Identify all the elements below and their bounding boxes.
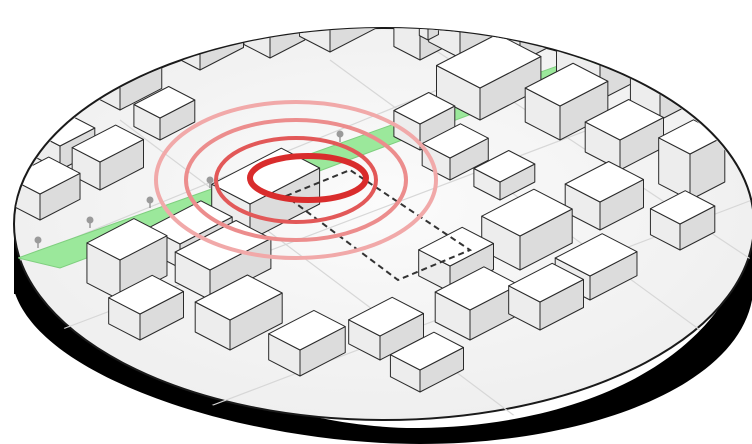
tree-6 bbox=[336, 130, 344, 138]
building-20 bbox=[14, 156, 81, 221]
tree-2 bbox=[86, 216, 94, 224]
tree-4 bbox=[206, 176, 214, 184]
building-34 bbox=[434, 266, 520, 341]
radius-ring-3 bbox=[184, 118, 408, 242]
building-35 bbox=[508, 262, 584, 331]
building-19 bbox=[473, 150, 536, 201]
walking-radius-rings bbox=[154, 100, 438, 260]
tree-1 bbox=[34, 236, 42, 244]
building-27 bbox=[481, 188, 573, 271]
radius-ring-core bbox=[247, 153, 369, 203]
building-10 bbox=[133, 86, 196, 141]
building-30 bbox=[108, 274, 184, 341]
building-32 bbox=[268, 309, 346, 377]
radius-ring-2 bbox=[214, 136, 378, 224]
building-31 bbox=[194, 274, 283, 351]
building-12 bbox=[71, 124, 144, 191]
building-15 bbox=[584, 99, 664, 171]
radius-ring-outer bbox=[154, 100, 438, 260]
building-25 bbox=[86, 218, 168, 301]
building-13 bbox=[436, 33, 542, 121]
building-21 bbox=[564, 161, 644, 231]
tower-building bbox=[418, 28, 439, 41]
building-36 bbox=[389, 331, 464, 393]
tree-3 bbox=[146, 196, 154, 204]
site-boundary bbox=[283, 168, 473, 282]
building-22 bbox=[649, 190, 716, 251]
building-14 bbox=[524, 62, 609, 141]
